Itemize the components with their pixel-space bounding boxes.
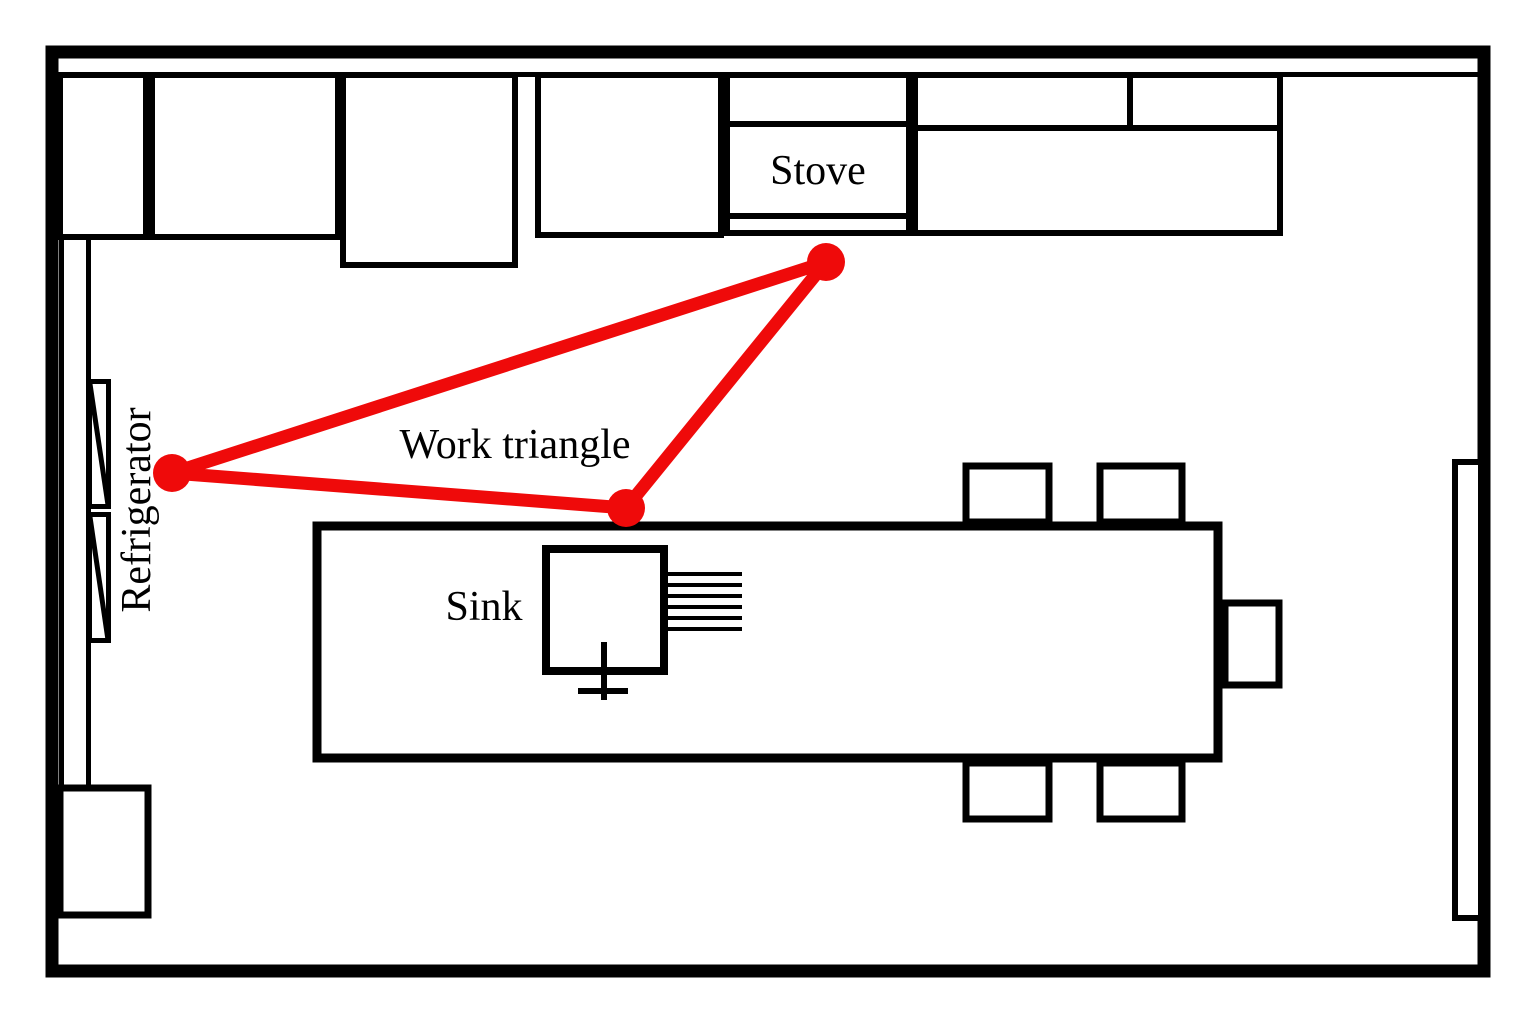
work-triangle-lines (165, 255, 833, 515)
work-triangle-label: Work triangle (399, 422, 630, 468)
counter-section-1 (57, 72, 149, 240)
refrigerator-door-top-diagonal (87, 383, 111, 506)
stove-block-outline (724, 72, 912, 236)
kitchen-island (312, 521, 1223, 763)
right-counter-outline (912, 72, 1283, 236)
stove-block: Stove (724, 72, 912, 236)
bottom-left-cabinet (56, 784, 152, 919)
refrigerator-label: Refrigerator (114, 407, 160, 612)
faucet-icon (668, 572, 742, 631)
right-counter-block (912, 72, 1283, 236)
sink-symbol: Sink (445, 545, 742, 700)
sink-vertex-dot (607, 489, 645, 527)
refrigerator-door-bottom-diagonal (87, 516, 111, 641)
stove-label: Stove (770, 148, 866, 194)
stove-vertex-dot (807, 243, 845, 281)
refrigerator-symbol: Refrigerator (87, 379, 160, 643)
chair-top-left (962, 462, 1053, 526)
refrigerator-vertex-dot (153, 454, 191, 492)
counter-section-2 (149, 72, 341, 240)
drain-icon (578, 642, 628, 700)
chair-top-right (1096, 462, 1186, 526)
right-wall-fixture (1452, 459, 1484, 921)
counter-section-3-deep (340, 72, 518, 268)
work-triangle: Work triangle (153, 243, 845, 527)
chair-bottom-left (962, 759, 1053, 823)
chair-right (1221, 599, 1283, 689)
chair-bottom-right (1096, 759, 1186, 823)
sink-label: Sink (445, 584, 522, 630)
counter-section-4 (535, 72, 724, 238)
